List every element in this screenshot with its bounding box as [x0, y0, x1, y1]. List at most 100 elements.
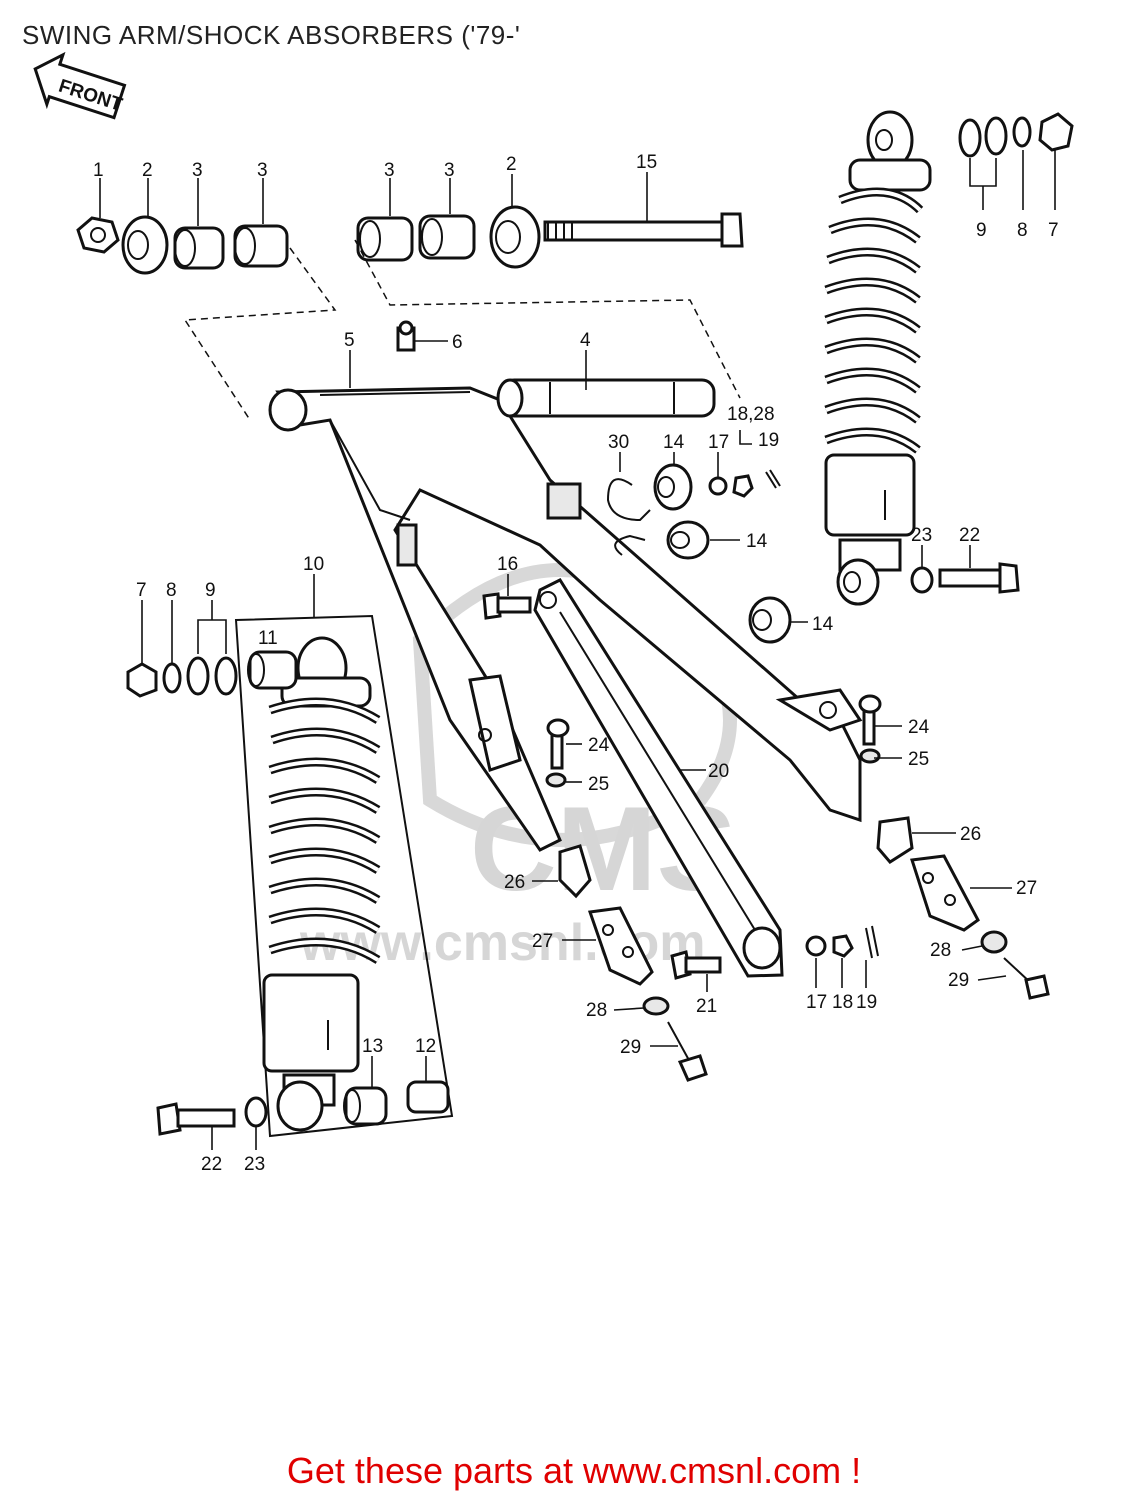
callout-27: 27: [1016, 878, 1037, 899]
callout-25: 25: [588, 774, 609, 795]
washer-part-25-left: [545, 772, 567, 788]
callout-29: 29: [620, 1037, 641, 1058]
bolt-part-16: [482, 592, 532, 620]
cap-nut-part-7-right: [1038, 112, 1074, 152]
bush-part-14-b: [666, 520, 710, 560]
leader-lines: [99, 150, 1056, 1150]
adjuster-part-27-right: [910, 854, 980, 932]
callout-14: 14: [812, 614, 834, 635]
callout-labels: 1 2 3 3 3 3 2 15 9 8 7 5 6 4 30 14 17 18…: [93, 152, 1059, 1175]
callout-22: 22: [201, 1154, 222, 1175]
callout-19: 19: [758, 430, 779, 451]
callout-24: 24: [908, 717, 930, 738]
pivot-bolt-part-15: [543, 212, 744, 248]
callout-21: 21: [696, 996, 717, 1017]
callout-9: 9: [976, 220, 987, 241]
callout-10: 10: [303, 554, 324, 575]
callout-2: 2: [142, 160, 153, 181]
washer-part-9-left-b: [214, 656, 238, 696]
callout-6: 6: [452, 332, 463, 353]
pivot-sleeve-part-4: [496, 378, 716, 418]
washer-part-9-left-a: [186, 656, 210, 696]
callout-18-28: 18,28: [727, 404, 775, 425]
callout-7: 7: [136, 580, 147, 601]
callout-26: 26: [504, 872, 525, 893]
callout-23: 23: [911, 525, 932, 546]
callout-13: 13: [362, 1036, 383, 1057]
callout-16: 16: [497, 554, 518, 575]
callout-3: 3: [192, 160, 203, 181]
callout-30: 30: [608, 432, 629, 453]
bolt-part-24-left: [546, 718, 570, 770]
callout-5: 5: [344, 330, 355, 351]
callout-9: 9: [205, 580, 216, 601]
block-part-26-right: [876, 816, 914, 864]
cotter-pin-part-19-top: [765, 469, 781, 489]
shock-absorber-right: [824, 110, 932, 606]
bolt-part-29-left: [667, 1021, 708, 1082]
bush-part-14-c: [748, 596, 792, 644]
bolt-part-22-right: [938, 562, 1020, 594]
nut-part-18-bottom: [832, 934, 854, 958]
washer-part-17-top: [708, 476, 728, 496]
callout-3: 3: [444, 160, 455, 181]
callout-2: 2: [506, 154, 517, 175]
callout-8: 8: [166, 580, 177, 601]
bush-part-11: [247, 650, 298, 690]
bolt-part-21: [670, 950, 722, 980]
washer-part-23-left: [244, 1096, 268, 1128]
callout-26: 26: [960, 824, 981, 845]
callout-15: 15: [636, 152, 657, 173]
washer-part-17-bottom: [805, 935, 827, 957]
callout-4: 4: [580, 330, 591, 351]
page-title: SWING ARM/SHOCK ABSORBERS ('79-': [22, 20, 521, 50]
callout-17: 17: [806, 992, 827, 1013]
washer-part-25-right: [859, 748, 881, 764]
callout-3: 3: [257, 160, 268, 181]
bush-part-13: [343, 1086, 388, 1126]
callout-19: 19: [856, 992, 877, 1013]
nut-part-28-left: [642, 996, 670, 1016]
grease-nipple-part-6: [396, 320, 416, 352]
bolt-part-29-right: [1003, 957, 1050, 1000]
callout-1: 1: [93, 160, 104, 181]
bearing-part-3-d: [418, 214, 476, 260]
callout-12: 12: [415, 1036, 436, 1057]
washer-part-9-right-a: [958, 118, 982, 158]
nut-part-18-top: [732, 474, 754, 498]
callout-25: 25: [908, 749, 929, 770]
assembly-guides: [183, 239, 741, 421]
washer-part-9-right-b: [984, 116, 1008, 156]
block-part-26-left: [558, 844, 592, 899]
callout-14: 14: [746, 531, 768, 552]
callout-8: 8: [1017, 220, 1028, 241]
footer-shop-link[interactable]: Get these parts at www.cmsnl.com !: [286, 1450, 862, 1491]
bush-part-14-a: [653, 463, 693, 511]
callout-22: 22: [959, 525, 980, 546]
collar-part-2-right: [489, 205, 541, 269]
nut-part-28-right: [980, 930, 1008, 954]
nut-part-1: [76, 216, 120, 254]
callout-28: 28: [930, 940, 951, 961]
callout-29: 29: [948, 970, 969, 991]
callout-14: 14: [663, 432, 685, 453]
bearing-part-3-c: [356, 216, 414, 262]
callout-28: 28: [586, 1000, 607, 1021]
collar-part-12: [406, 1080, 450, 1114]
bolt-part-24-right: [858, 694, 882, 746]
swing-arm-part-5: [268, 386, 863, 852]
washer-part-8-right: [1012, 116, 1032, 148]
bearing-part-3-b: [233, 224, 289, 268]
adjuster-part-27-left: [587, 906, 654, 986]
cotter-pin-part-19-bottom: [865, 925, 879, 959]
bearing-part-3-a: [173, 226, 225, 270]
callout-18: 18: [832, 992, 853, 1013]
callout-3: 3: [384, 160, 395, 181]
callout-23: 23: [244, 1154, 265, 1175]
front-arrow-badge: FRONT: [33, 51, 127, 120]
callout-11: 11: [258, 628, 278, 649]
callout-17: 17: [708, 432, 729, 453]
callout-27: 27: [532, 931, 553, 952]
clamp-part-30: [606, 478, 651, 556]
parts-diagram: CMS www.cmsnl.com FRONT: [33, 51, 1074, 1175]
